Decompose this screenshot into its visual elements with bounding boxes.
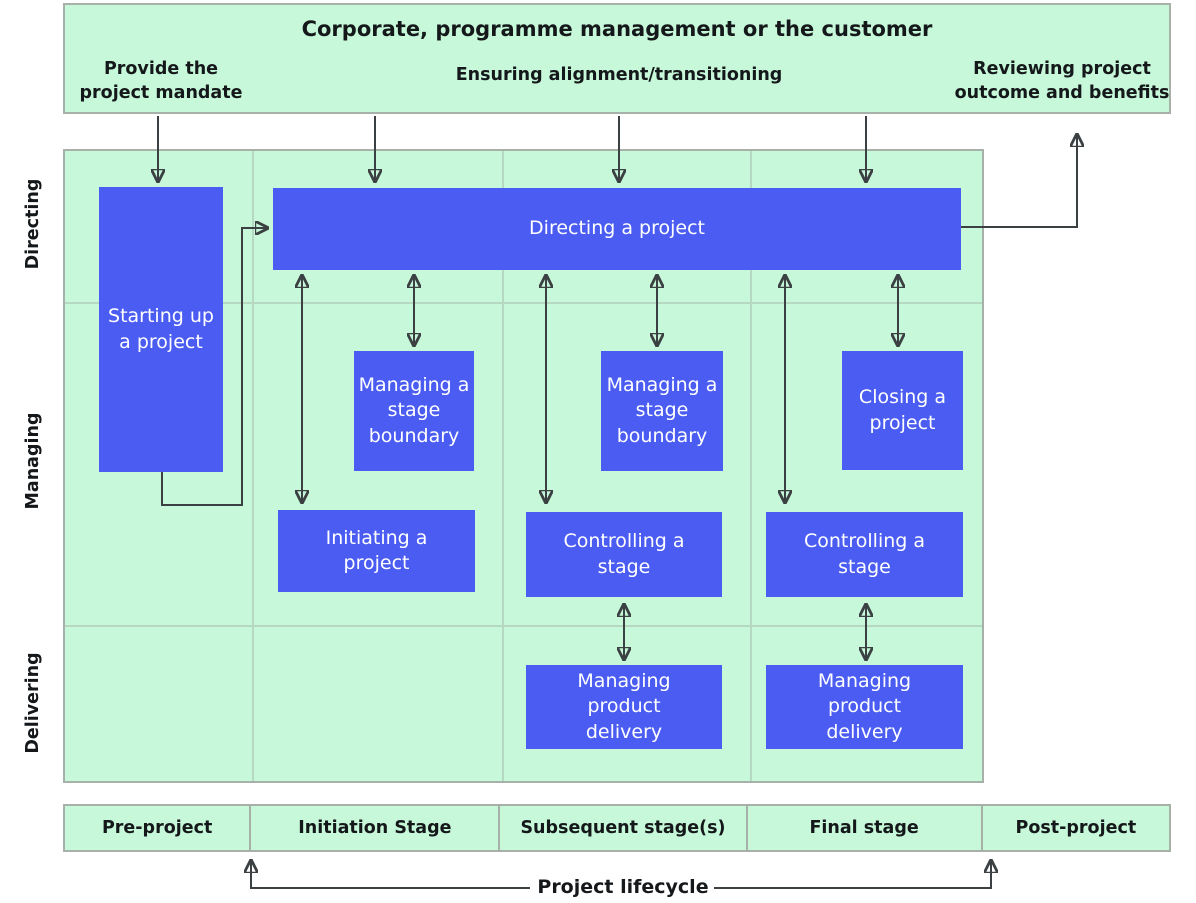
process-box-managing-product-delivery-1: Managing product delivery: [526, 665, 722, 749]
process-box-closing-a-project: Closing a project: [842, 351, 963, 470]
process-box-managing-stage-boundary-1: Managing a stage boundary: [354, 351, 474, 471]
process-box-label: Starting up a project: [108, 305, 214, 353]
stage-cell-initiation-stage: Initiation Stage: [251, 806, 501, 850]
process-box-controlling-a-stage-2: Controlling a stage: [766, 512, 963, 597]
process-box-directing-a-project: Directing a project: [273, 188, 961, 270]
row-label-directing: Directing: [23, 178, 43, 270]
row-label-delivering: Delivering: [23, 652, 43, 754]
process-box-initiating-a-project: Initiating a project: [278, 510, 475, 592]
banner-label-provide-mandate: Provide the project mandate: [79, 59, 243, 104]
process-box-managing-product-delivery-2: Managing product delivery: [766, 665, 963, 749]
process-box-label: Managing a stage boundary: [606, 374, 718, 447]
row-label-managing: Managing: [23, 412, 43, 510]
banner-label-ensuring-alignment: Ensuring alignment/transitioning: [455, 65, 783, 85]
stage-cell-final-stage: Final stage: [748, 806, 983, 850]
grid-line-vertical-1: [252, 151, 254, 781]
grid-line-vertical-2: [502, 151, 504, 781]
process-box-label: Controlling a stage: [803, 530, 926, 578]
process-box-label: Managing product delivery: [817, 670, 912, 743]
grid-line-horizontal-1: [65, 302, 982, 304]
banner-label-reviewing-outcome: Reviewing project outcome and benefits: [954, 59, 1170, 104]
stage-cell-pre-project: Pre-project: [65, 806, 252, 850]
banner-title: Corporate, programme management or the c…: [301, 17, 933, 41]
process-box-label: Controlling a stage: [563, 530, 685, 578]
stage-cell-post-project: Post-project: [1015, 818, 1137, 838]
arrow-lifecycle-right: [714, 862, 991, 889]
stage-cell-subsequent-stages: Subsequent stage(s): [500, 806, 748, 850]
process-box-label: Directing a project: [529, 217, 705, 240]
process-box-label: Closing a project: [858, 386, 947, 434]
grid-line-horizontal-2: [65, 625, 982, 627]
process-box-controlling-a-stage-1: Controlling a stage: [526, 512, 722, 597]
process-box-managing-stage-boundary-2: Managing a stage boundary: [601, 351, 723, 471]
process-box-starting-up-a-project: Starting up a project: [99, 187, 223, 472]
corporate-banner: Corporate, programme management or the c…: [63, 3, 1171, 114]
stage-bar: Pre-project Initiation Stage Subsequent …: [63, 804, 1171, 852]
arrow-lifecycle-left: [251, 862, 530, 889]
process-box-label: Initiating a project: [325, 526, 428, 574]
process-box-label: Managing a stage boundary: [358, 374, 470, 447]
project-lifecycle-label: Project lifecycle: [537, 876, 709, 898]
process-box-label: Managing product delivery: [577, 670, 671, 743]
grid-line-vertical-3: [750, 151, 752, 781]
